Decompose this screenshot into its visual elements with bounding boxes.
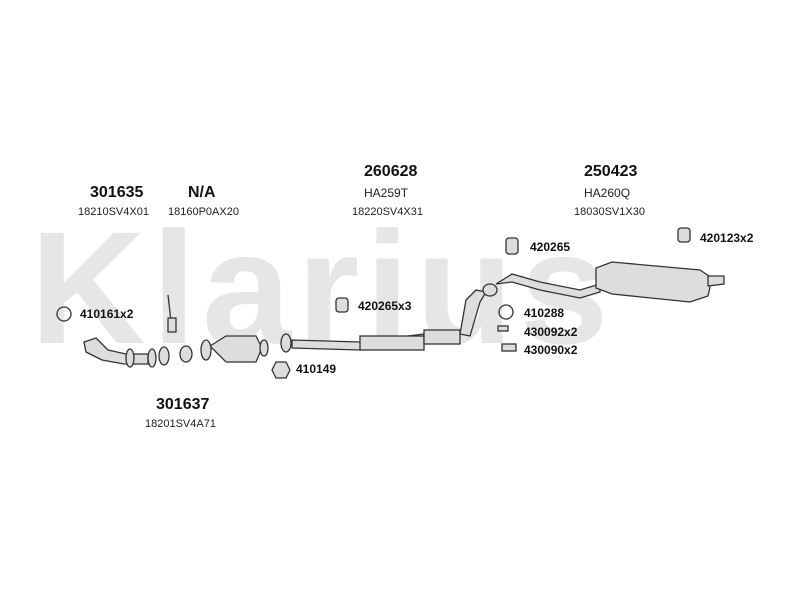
center-flange: [482, 283, 498, 297]
gasket-shape-3: [179, 345, 193, 363]
accessory-ring-rear: 410288: [524, 306, 565, 320]
oe-number-catalyst: 18201SV4A71: [145, 418, 216, 430]
accessory-mount-mid: 420265: [530, 240, 571, 254]
gasket-shape-2: [158, 346, 170, 366]
ring-rear-shape: [498, 304, 514, 320]
accessory-mount-rear: 420123x2: [700, 231, 754, 245]
center-box-shape: [359, 335, 425, 351]
center-pipe-bend: [459, 289, 488, 337]
accessory-mount-center: 420265x3: [358, 299, 412, 313]
mount-mid-shape: [505, 237, 519, 255]
part-code-center-box: HA259T: [364, 186, 409, 200]
gasket-ring-shape: [280, 333, 292, 353]
ring-shape: [56, 306, 72, 322]
accessory-spring: 430090x2: [524, 343, 578, 357]
front-pipe-flange: [125, 348, 135, 368]
catalyst-shape: [208, 335, 263, 363]
accessory-gasket-front: 410149: [296, 362, 337, 376]
part-number-rear-box: 250423: [584, 163, 638, 180]
accessory-ring: 410161x2: [80, 307, 134, 321]
spring-shape: [501, 343, 517, 352]
gasket-shape: [147, 348, 157, 368]
oe-number-rear-box: 18030SV1X30: [574, 206, 645, 218]
rear-pipe-shape: [495, 273, 601, 299]
gasket-front-shape: [271, 361, 291, 379]
catalyst-flange: [200, 339, 212, 361]
oe-number-front-pipe: 18210SV4X01: [78, 206, 149, 218]
catalyst-flange-2: [259, 339, 269, 357]
mount-rear-shape: [677, 227, 691, 243]
center-resonator-shape: [423, 329, 461, 345]
part-number-front-pipe: 301635: [90, 184, 144, 201]
accessory-bolt: 430092x2: [524, 325, 578, 339]
rear-box-shape: [595, 261, 713, 303]
part-code-rear-box: HA260Q: [584, 186, 631, 200]
oe-number-gasket: 18160P0AX20: [168, 206, 239, 218]
part-number-center-box: 260628: [364, 163, 418, 180]
bolt-shape: [497, 325, 509, 332]
oe-number-center-box: 18220SV4X31: [352, 206, 423, 218]
lambda-sensor-body: [167, 317, 177, 333]
front-pipe-shape: [83, 337, 149, 365]
tailpipe-shape: [707, 275, 725, 287]
mount-center-shape: [335, 297, 349, 313]
part-number-gasket: N/A: [188, 184, 216, 201]
part-number-catalyst: 301637: [156, 396, 210, 413]
